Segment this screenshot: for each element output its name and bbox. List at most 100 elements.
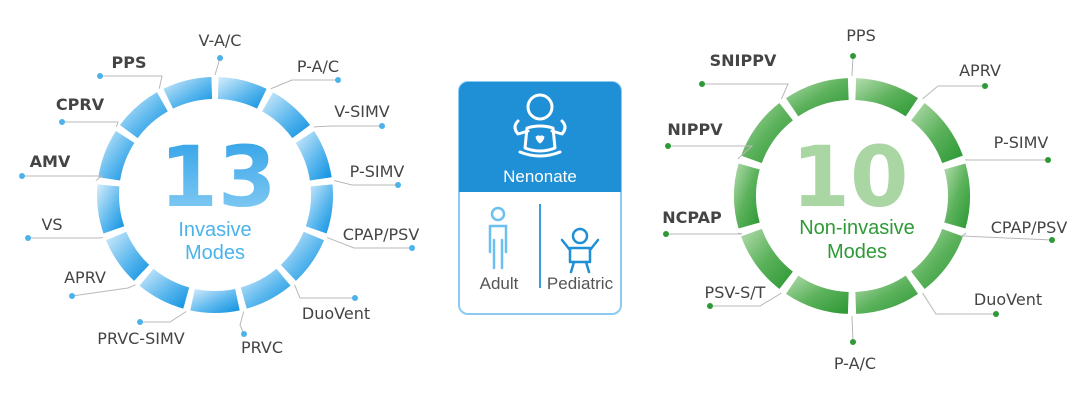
- invasive-ring-segment: [262, 92, 311, 139]
- noninvasive-modes-ring: [733, 78, 970, 314]
- noninvasive-mode-label: SNIPPV: [710, 51, 777, 70]
- noninvasive-connector-line: [851, 55, 854, 77]
- invasive-connector-line: [294, 284, 355, 299]
- noninvasive-connector-dot: [850, 339, 856, 345]
- noninvasive-mode-label: NCPAP: [662, 208, 722, 227]
- invasive-mode-label: V-A/C: [199, 31, 242, 50]
- noninvasive-connector-line: [668, 145, 754, 160]
- invasive-ring-segment: [240, 268, 291, 309]
- invasive-mode-label: P-A/C: [297, 57, 339, 76]
- invasive-connector-line: [239, 311, 245, 335]
- invasive-connector-dot: [69, 293, 75, 299]
- noninvasive-connector-dot: [1045, 157, 1051, 163]
- invasive-connector-line: [270, 79, 338, 90]
- invasive-mode-label: DuoVent: [302, 304, 370, 323]
- invasive-connector-dot: [97, 73, 103, 79]
- noninvasive-ring-segment: [741, 103, 793, 164]
- patient-types-card: Nenonate Adult Pediatric: [458, 81, 622, 315]
- noninvasive-mode-label: NIPPV: [667, 120, 723, 139]
- invasive-title-line1: Invasive: [178, 219, 251, 241]
- noninvasive-connector-line: [922, 85, 985, 100]
- noninvasive-connector-line: [666, 232, 743, 235]
- pediatric-icon: [560, 227, 600, 274]
- invasive-connector-line: [334, 180, 398, 186]
- invasive-ring-segment: [139, 268, 190, 309]
- invasive-ring-segment: [217, 77, 267, 109]
- invasive-ring-segment: [97, 184, 125, 234]
- invasive-connector-dot: [335, 77, 341, 83]
- invasive-modes-ring: [97, 77, 333, 314]
- invasive-connector-dot: [217, 55, 223, 61]
- invasive-connector-dot: [395, 182, 401, 188]
- invasive-connector-line: [327, 237, 412, 249]
- invasive-connectors: [19, 55, 415, 337]
- noninvasive-mode-label: P-SIMV: [994, 133, 1049, 152]
- noninvasive-connector-line: [965, 158, 1048, 161]
- noninvasive-mode-label: DuoVent: [974, 290, 1042, 309]
- invasive-connector-dot: [409, 245, 415, 251]
- noninvasive-count: 10: [792, 128, 909, 226]
- invasive-connector-dot: [25, 235, 31, 241]
- invasive-ring-segment: [280, 231, 325, 281]
- noninvasive-connector-dot: [982, 83, 988, 89]
- invasive-ring-segment: [105, 231, 150, 281]
- noninvasive-title-line1: Non-invasive: [799, 217, 915, 239]
- noninvasive-ring-segment: [855, 275, 918, 314]
- invasive-mode-label: PRVC: [241, 338, 283, 357]
- invasive-ring-segment: [163, 77, 213, 109]
- invasive-ring-segment: [190, 288, 240, 314]
- invasive-connector-dot: [19, 173, 25, 179]
- noninvasive-mode-labels: PPSAPRVP-SIMVCPAP/PSVDuoVentP-A/CPSV-S/T…: [662, 26, 1067, 373]
- invasive-mode-label: PRVC-SIMV: [97, 329, 184, 348]
- invasive-connector-line: [71, 284, 136, 297]
- noninvasive-ring-segment: [855, 78, 918, 117]
- invasive-mode-label: APRV: [64, 268, 106, 287]
- noninvasive-connector-line: [710, 292, 782, 307]
- noninvasive-ring-segment: [741, 228, 793, 289]
- noninvasive-ring-segment: [786, 78, 849, 117]
- noninvasive-connector-dot: [1049, 237, 1055, 243]
- noninvasive-ring-segment: [786, 275, 849, 314]
- noninvasive-ring-segment: [944, 163, 970, 229]
- noninvasive-connector-line: [922, 292, 996, 315]
- noninvasive-connector-dot: [707, 303, 713, 309]
- invasive-connector-line: [140, 311, 187, 323]
- invasive-ring-segment: [119, 92, 168, 139]
- noninvasive-connector-dot: [993, 311, 999, 317]
- invasive-connector-dot: [137, 319, 143, 325]
- neonate-icon: [513, 93, 567, 158]
- noninvasive-connectors: [663, 53, 1055, 345]
- invasive-mode-label: PPS: [112, 53, 147, 72]
- invasive-mode-label: AMV: [30, 152, 71, 171]
- invasive-mode-label: CPAP/PSV: [343, 225, 420, 244]
- invasive-connector-dot: [379, 123, 385, 129]
- noninvasive-connector-dot: [665, 143, 671, 149]
- invasive-title-line2: Modes: [185, 242, 245, 264]
- invasive-ring-segment: [305, 184, 333, 234]
- invasive-mode-label: P-SIMV: [350, 162, 405, 181]
- invasive-ring-segment: [98, 130, 135, 181]
- noninvasive-ring-segment: [911, 103, 963, 164]
- noninvasive-mode-label: CPAP/PSV: [991, 218, 1068, 237]
- invasive-connector-dot: [241, 331, 247, 337]
- invasive-connector-line: [22, 175, 104, 181]
- noninvasive-connector-dot: [850, 53, 856, 59]
- noninvasive-mode-label: PPS: [846, 26, 875, 45]
- noninvasive-ring-segment: [733, 163, 760, 229]
- invasive-mode-label: VS: [41, 215, 62, 234]
- invasive-mode-labels: V-A/CP-A/CV-SIMVP-SIMVCPAP/PSVDuoVentPRV…: [30, 31, 420, 357]
- noninvasive-connector-line: [702, 83, 789, 100]
- noninvasive-title-line2: Modes: [827, 241, 887, 263]
- adult-label: Adult: [480, 274, 519, 293]
- noninvasive-connector-line: [960, 232, 1053, 241]
- noninvasive-mode-label: P-A/C: [834, 354, 876, 373]
- noninvasive-connector-dot: [699, 81, 705, 87]
- noninvasive-connector-line: [851, 315, 854, 343]
- invasive-mode-label: CPRV: [56, 95, 105, 114]
- invasive-ring-segment: [295, 130, 332, 181]
- noninvasive-ring-segment: [911, 228, 963, 289]
- invasive-connector-line: [313, 125, 382, 128]
- invasive-count: 13: [160, 128, 277, 226]
- invasive-connector-line: [100, 75, 163, 89]
